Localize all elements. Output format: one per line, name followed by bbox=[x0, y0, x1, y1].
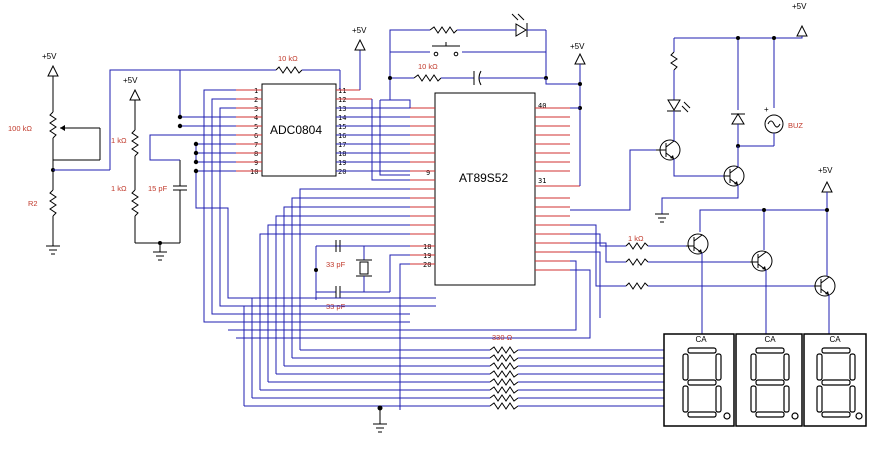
svg-text:15: 15 bbox=[338, 123, 346, 131]
segment-bus bbox=[228, 188, 601, 433]
svg-text:+5V: +5V bbox=[352, 26, 367, 35]
svg-text:1 kΩ: 1 kΩ bbox=[628, 234, 644, 243]
svg-text:14: 14 bbox=[338, 114, 346, 122]
adc-clock-network: +5V 1 kΩ 1 kΩ 15 pF bbox=[111, 76, 187, 261]
ground-symbol-pot bbox=[46, 245, 60, 255]
svg-text:+5V: +5V bbox=[123, 76, 138, 85]
svg-text:33 pF: 33 pF bbox=[326, 260, 346, 269]
transistor-digit-1 bbox=[686, 233, 709, 255]
segment-resistor-bank: 330 Ω bbox=[489, 333, 668, 410]
svg-text:CA: CA bbox=[764, 335, 776, 344]
svg-text:1 kΩ: 1 kΩ bbox=[111, 184, 127, 193]
svg-text:31: 31 bbox=[538, 177, 546, 185]
svg-text:9: 9 bbox=[254, 159, 258, 167]
svg-text:1 kΩ: 1 kΩ bbox=[111, 136, 127, 145]
svg-text:+5V: +5V bbox=[570, 42, 585, 51]
reset-circuit: 10 kΩ bbox=[379, 13, 548, 176]
svg-text:19: 19 bbox=[338, 159, 346, 167]
mcu-left-stubs bbox=[410, 107, 435, 265]
seven-segment-digit-1: CA bbox=[663, 333, 735, 427]
svg-text:5: 5 bbox=[254, 123, 258, 131]
pot-resistor bbox=[49, 111, 57, 139]
svg-text:16: 16 bbox=[338, 132, 346, 140]
svg-text:7: 7 bbox=[254, 141, 258, 149]
vcc-symbol-pot: +5V bbox=[42, 52, 59, 77]
seven-segment-digit-2: CA bbox=[735, 333, 803, 427]
r2-label: R2 bbox=[28, 199, 38, 208]
svg-text:20: 20 bbox=[338, 168, 346, 176]
svg-text:1: 1 bbox=[254, 87, 258, 95]
vcc-symbol-mcu: +5V bbox=[545, 42, 586, 186]
mcu-label: AT89S52 bbox=[459, 171, 508, 185]
adc-to-mcu-bus bbox=[336, 50, 410, 181]
adc-feedback-resistor: 10 kΩ bbox=[180, 54, 341, 90]
buzzer-label: BUZ bbox=[788, 121, 803, 130]
vcc-symbol-adc: +5V bbox=[352, 26, 367, 51]
adc-label: ADC0804 bbox=[270, 123, 322, 137]
svg-text:10 kΩ: 10 kΩ bbox=[278, 54, 298, 63]
svg-text:18: 18 bbox=[423, 243, 431, 251]
adc0804-chip: ADC0804 1 2 3 4 5 6 7 8 9 10 11 12 13 14… bbox=[250, 83, 346, 177]
seven-segment-displays: a b c d e f g dp CA bbox=[663, 333, 867, 427]
svg-text:2: 2 bbox=[254, 96, 258, 104]
svg-text:+5V: +5V bbox=[792, 2, 807, 11]
svg-text:+5V: +5V bbox=[818, 166, 833, 175]
vcc-symbol-clk: +5V bbox=[123, 76, 141, 101]
svg-text:8: 8 bbox=[254, 150, 258, 158]
svg-text:CA: CA bbox=[829, 335, 841, 344]
svg-text:40: 40 bbox=[538, 102, 546, 110]
segment-resistor bbox=[489, 346, 519, 410]
vcc-symbol-buzzer: +5V bbox=[792, 2, 808, 37]
svg-text:11: 11 bbox=[338, 87, 346, 95]
svg-text:17: 17 bbox=[338, 141, 346, 149]
crystal bbox=[359, 261, 369, 275]
transistor-digit-3 bbox=[814, 275, 836, 297]
svg-text:3: 3 bbox=[254, 105, 258, 113]
pot-value: 100 kΩ bbox=[8, 124, 32, 133]
led-indicator bbox=[667, 99, 681, 111]
svg-text:10 kΩ: 10 kΩ bbox=[418, 62, 438, 71]
svg-text:330 Ω: 330 Ω bbox=[492, 333, 513, 342]
svg-text:10: 10 bbox=[250, 168, 258, 176]
buzzer-driver: +5V + BUZ bbox=[570, 2, 808, 223]
resistor-1k-top bbox=[131, 129, 139, 157]
led-status bbox=[515, 23, 527, 37]
svg-text:CA: CA bbox=[695, 335, 707, 344]
at89s52-chip: AT89S52 40 9 31 18 19 20 bbox=[423, 92, 546, 286]
flyback-diode bbox=[731, 113, 745, 125]
resistor-1k-bottom bbox=[131, 189, 139, 217]
svg-text:15 pF: 15 pF bbox=[148, 184, 168, 193]
vcc-symbol-digits: +5V bbox=[818, 166, 833, 193]
ground-symbol-clk bbox=[153, 251, 167, 261]
crystal-oscillator: 33 pF 33 pF bbox=[314, 240, 410, 410]
ground-symbol-buzzer bbox=[655, 213, 669, 223]
mcu-right-stubs bbox=[535, 107, 580, 271]
r2-resistor bbox=[49, 189, 57, 217]
svg-text:20: 20 bbox=[423, 261, 431, 269]
pot-input-section: +5V 100 kΩ R2 bbox=[8, 52, 110, 255]
svg-text:13: 13 bbox=[338, 105, 346, 113]
svg-text:4: 4 bbox=[254, 114, 258, 122]
vcc-label-pot: +5V bbox=[42, 52, 57, 61]
svg-text:6: 6 bbox=[254, 132, 258, 140]
svg-text:18: 18 bbox=[338, 150, 346, 158]
svg-text:+: + bbox=[764, 105, 769, 114]
transistor-digit-2 bbox=[750, 250, 773, 272]
svg-text:12: 12 bbox=[338, 96, 346, 104]
svg-text:9: 9 bbox=[426, 169, 430, 177]
digit-drivers: +5V 1 kΩ bbox=[570, 166, 836, 334]
seven-segment-digit-3: CA bbox=[803, 333, 867, 427]
svg-text:19: 19 bbox=[423, 252, 431, 260]
